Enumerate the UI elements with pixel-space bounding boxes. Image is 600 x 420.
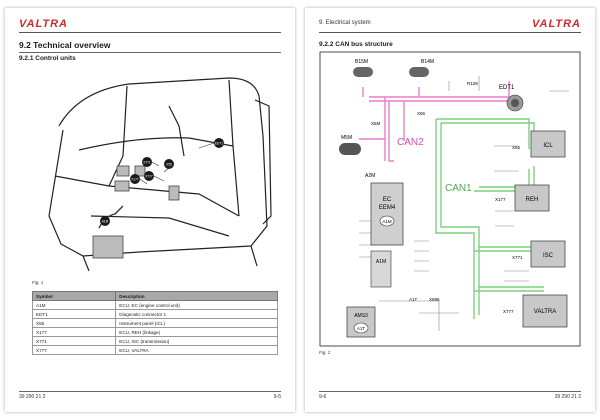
left-page-header: VALTRA <box>19 18 281 33</box>
table-cell-symbol: X777 <box>31 345 117 355</box>
table-cell-description: ECU, REH (linkage) <box>115 327 278 337</box>
figure-caption: Fig. 2 <box>319 350 331 355</box>
can2-label: CAN2 <box>397 137 424 148</box>
connector-x777-label: X777 <box>503 309 514 314</box>
connector-x771-label: X771 <box>512 255 523 260</box>
ecu-model: EEM4 <box>379 205 396 211</box>
right-page: 9. Electrical system VALTRA 9.2.2 CAN bu… <box>305 8 595 412</box>
ams-box-label: AMS3 <box>354 313 368 319</box>
left-page: VALTRA 9.2 Technical overview 9.2.1 Cont… <box>5 8 295 412</box>
table-header-description: Description <box>115 291 278 301</box>
can2-bus <box>359 81 514 162</box>
cab-label-x771: X771 <box>143 161 151 165</box>
ecu-ref-label: A2M <box>365 173 375 179</box>
svg-text:EDT1: EDT1 <box>499 85 515 91</box>
right-page-footer: 9-6 39 290 21 2 <box>319 391 581 402</box>
cab-label-x177: X177 <box>131 178 139 182</box>
svg-text:B14M: B14M <box>421 59 434 65</box>
engine-ecu-block: A2M EC EEM4 A1M A1M <box>365 173 404 288</box>
right-page-header: 9. Electrical system VALTRA <box>319 18 581 33</box>
page-number: 9-5 <box>273 394 281 400</box>
svg-text:ISC: ISC <box>543 253 554 259</box>
table-cell-description: Diagnostic connector 1 <box>115 309 278 319</box>
connector-x177-label: X177 <box>495 197 506 202</box>
table-cell-symbol: A1M <box>31 300 117 310</box>
icl-ecu: ICL X55 <box>512 130 566 158</box>
svg-text:B15M: B15M <box>355 59 368 65</box>
connector-x56-label: X56 <box>417 111 426 116</box>
page-number: 9-6 <box>319 394 327 400</box>
edt1-connector: EDT1 <box>499 85 524 112</box>
table-cell-description: ECU, ISC (transmission) <box>115 336 278 346</box>
svg-text:VALTRA: VALTRA <box>534 309 556 315</box>
valtra-ecu: VALTRA X777 <box>503 294 568 328</box>
brand-logo: VALTRA <box>532 18 581 30</box>
divider <box>19 52 281 53</box>
cab-illustration: EDT1 X55 X771 X777 X177 A1M <box>48 77 272 272</box>
b15m-sensor: B15M <box>353 59 373 77</box>
connector-r128-label: R128 <box>467 81 478 86</box>
svg-text:M5M: M5M <box>341 135 352 141</box>
table-cell-symbol: X771 <box>31 336 117 346</box>
cab-label-edt1: EDT1 <box>215 142 223 146</box>
can1-bus <box>435 118 544 319</box>
can-bus-diagram: B15M B14M M5M X56 X5M R128 EDT1 CAN2 CAN… <box>319 51 581 347</box>
wiring <box>359 76 569 331</box>
table-header-row: Symbol Description <box>31 291 278 301</box>
svg-text:REH: REH <box>526 197 539 203</box>
ams-badge: A1T <box>357 326 366 331</box>
table-cell-symbol: X177 <box>31 327 117 337</box>
connector-x55-label: X55 <box>512 145 521 150</box>
connector-x5m-label: X5M <box>371 121 381 126</box>
document-number: 39 290 21 2 <box>19 394 46 400</box>
section-title: 9.2 Technical overview <box>19 40 111 50</box>
ecu-name: EC <box>383 197 392 203</box>
reh-ecu: REH X177 <box>495 184 550 212</box>
can1-label: CAN1 <box>445 183 472 194</box>
svg-text:ICL: ICL <box>543 143 553 149</box>
subsection-title: 9.2.1 Control units <box>19 55 76 62</box>
cab-label-a1m: A1M <box>102 220 109 224</box>
m5m-motor: M5M <box>339 135 361 155</box>
header-section: 9. Electrical system <box>319 20 371 26</box>
table-cell-symbol: EDT1 <box>31 309 117 319</box>
subsection-title: 9.2.2 CAN bus structure <box>319 41 393 48</box>
brand-logo: VALTRA <box>19 18 68 30</box>
ecu-badge: A1M <box>382 219 392 224</box>
table-cell-symbol: X55 <box>31 318 117 328</box>
table-cell-description: ECU, VALTRA <box>115 345 278 355</box>
connector-x896-label: X896 <box>429 297 440 302</box>
table-cell-description: ECU, EC (engine control unit) <box>115 300 278 310</box>
table-header-symbol: Symbol <box>31 291 117 301</box>
b14m-sensor: B14M <box>409 59 434 77</box>
left-page-footer: 39 290 21 2 9-5 <box>19 391 281 402</box>
ams3-unit: A1T X896 AMS3 A1T <box>346 297 440 338</box>
ams-top-label: A1T <box>409 297 418 302</box>
cab-label-x777: X777 <box>145 175 153 179</box>
isc-ecu: ISC X771 <box>512 240 566 268</box>
table-cell-description: Instrument panel (ICL) <box>115 318 278 328</box>
document-number: 39 290 21 2 <box>554 394 581 400</box>
module-label: A1M <box>376 259 386 265</box>
figure-caption: Fig. 1 <box>32 280 44 285</box>
cab-label-x55: X55 <box>166 163 172 167</box>
